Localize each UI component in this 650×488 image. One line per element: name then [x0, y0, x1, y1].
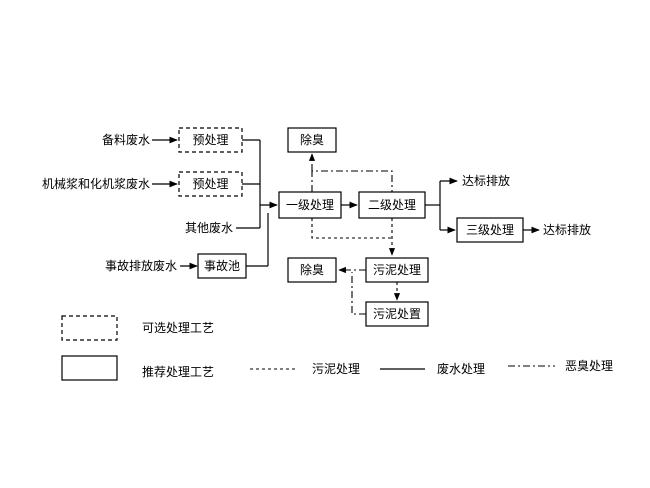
deodor-bottom-box [287, 257, 337, 283]
deodor-top-label: 除臭 [300, 132, 324, 147]
discharge-label-1: 达标排放 [462, 173, 510, 188]
pretreatment-box-2 [178, 171, 243, 197]
pretreatment-box-1 [178, 127, 243, 153]
legend-optional-swatch [61, 315, 118, 341]
legend-recommended-swatch [61, 355, 118, 381]
legend-sludge-label: 污泥处理 [312, 362, 360, 376]
tertiary-treatment-box [456, 217, 524, 243]
pretreatment-label-2: 预处理 [192, 177, 228, 191]
source-other-wastewater: 其他废水 [185, 220, 233, 235]
legend-odor-label: 恶臭处理 [565, 358, 613, 373]
odor-line-disposal-up [351, 272, 366, 315]
primary-treatment-label: 一级处理 [286, 198, 334, 212]
accident-pool-box [197, 253, 247, 279]
accident-pool-label: 事故池 [204, 258, 240, 273]
sludge-disposal-label: 污泥处置 [373, 307, 421, 321]
sludge-treatment-label: 污泥处理 [373, 263, 421, 277]
tertiary-treatment-label: 三级处理 [466, 223, 514, 237]
odor-line-primary-secondary [311, 170, 393, 192]
legend-wastewater-label: 废水处理 [437, 361, 485, 376]
deodor-top-box [287, 127, 337, 153]
source-accident-discharge: 事故排放废水 [105, 258, 177, 273]
legend-recommended-label: 推荐处理工艺 [142, 365, 214, 379]
source-pulp-wastewater: 机械浆和化机浆废水 [42, 176, 150, 191]
sludge-disposal-box [365, 301, 429, 327]
secondary-treatment-box [358, 191, 426, 219]
pretreatment-label-1: 预处理 [192, 133, 228, 147]
sludge-line-from-primary [311, 218, 392, 239]
deodor-bottom-label: 除臭 [300, 262, 324, 277]
secondary-treatment-label: 二级处理 [368, 198, 416, 212]
legend-optional-label: 可选处理工艺 [142, 321, 214, 335]
discharge-label-2: 达标排放 [543, 222, 591, 237]
source-material-wastewater: 备料废水 [102, 132, 150, 147]
